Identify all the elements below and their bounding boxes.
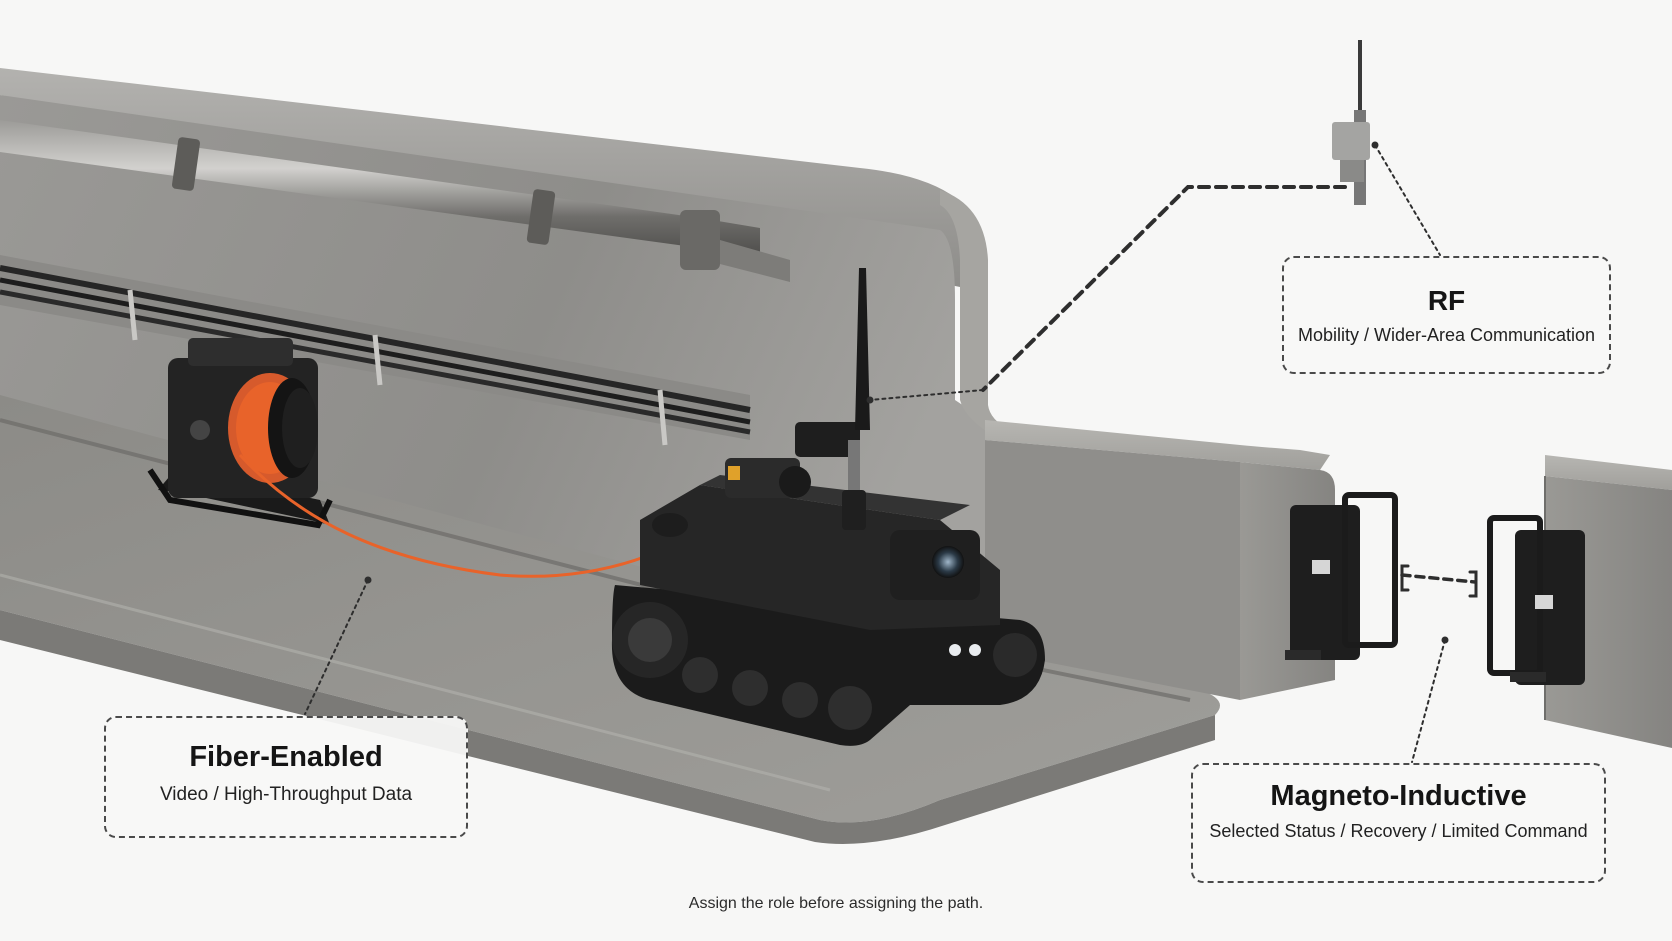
wall-end-face: [940, 190, 1010, 440]
rf-link-line: [981, 185, 1347, 392]
fiber-cable: [238, 453, 651, 578]
cable-reel-icon: [147, 338, 333, 529]
callout-rf-title: RF: [1427, 285, 1466, 316]
mi-link-line: [1400, 573, 1477, 584]
rf-robot-pointer: [869, 389, 984, 401]
callout-fiber: Fiber-Enabled Video / High-Throughput Da…: [104, 716, 468, 838]
separate-block-top: [1545, 455, 1672, 490]
low-wall-face: [985, 440, 1240, 700]
callout-magneto-inductive: Magneto-Inductive Selected Status / Reco…: [1191, 763, 1606, 883]
magneto-inductive-transceiver-icon: [1285, 492, 1398, 660]
callout-magneto-subtitle: Selected Status / Recovery / Limited Com…: [1209, 820, 1588, 841]
magneto-inductive-transceiver-remote-icon: [1487, 515, 1585, 685]
cable-tray: [0, 255, 751, 446]
callout-fiber-title: Fiber-Enabled: [189, 741, 383, 773]
tracked-robot-icon: [611, 268, 1045, 746]
caption: Assign the role before assigning the pat…: [688, 895, 984, 912]
fiber-callout-pointer: [304, 579, 369, 715]
callout-rf-subtitle: Mobility / Wider-Area Communication: [1297, 324, 1596, 345]
mi-callout-pointer: [1411, 639, 1446, 763]
connector-lines: [304, 141, 1478, 763]
overhead-pipe: [0, 120, 790, 282]
rf-callout-pointer: [1374, 144, 1441, 256]
callout-fiber-subtitle: Video / High-Throughput Data: [159, 783, 413, 805]
callout-magneto-title: Magneto-Inductive: [1270, 780, 1527, 812]
antenna-mast-icon: [1332, 40, 1370, 205]
low-wall-top: [985, 420, 1330, 470]
callout-rf: RF Mobility / Wider-Area Communication: [1282, 256, 1611, 374]
